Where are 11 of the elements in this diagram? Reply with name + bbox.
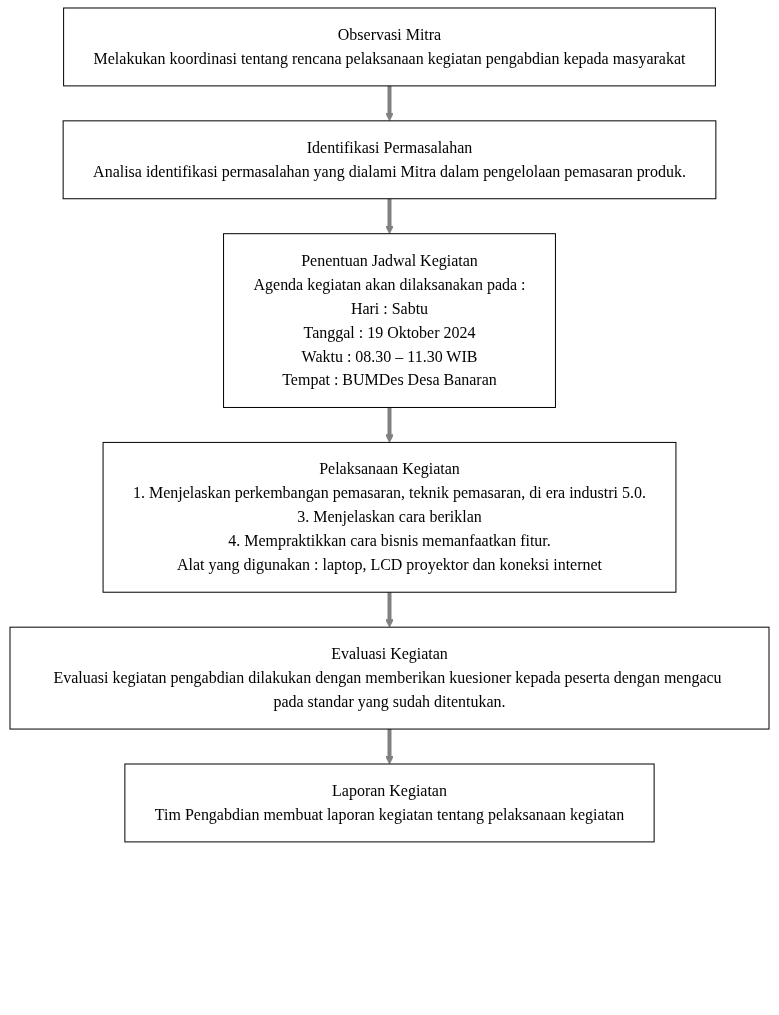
arrow [385,198,394,235]
node-box: Identifikasi Permasalahan Analisa identifikasi permasalahan yang dialami Mitra dalam pengelolaan pemasaran produk. [62,120,717,200]
node-box: Penentuan Jadwal Kegiatan Agenda kegiatan akan dilaksanakan pada : Hari : Sabtu Tanggal : 19 Oktober 2024 Waktu : 08.30 – 11.30 WIB Tempat : BUMDes Desa Banaran [223,233,556,408]
arrow [385,407,394,443]
node-box: Observasi Mitra Melakukan koordinasi tentang rencana pelaksanaan kegiatan pengabdian kepada masyarakat [63,7,716,87]
arrow [385,85,394,122]
node-box: Pelaksanaan Kegiatan 1. Menjelaskan perkembangan pemasaran, teknik pemasaran, di era industri 5.0. 3. Menjelaskan cara beriklan 4. Mempraktikkan cara bisnis memanfaatkan fitur. Alat yang digunakan : laptop, LCD proyektor dan koneksi internet [102,441,677,593]
node-box: Evaluasi Kegiatan Evaluasi kegiatan pengabdian dilakukan dengan memberikan kuesioner kepada peserta dengan mengacu pada standar yang sudah ditentukan. [9,626,770,730]
node-box: Laporan Kegiatan Tim Pengabdian membuat laporan kegiatan tentang pelaksanaan kegiatan [124,763,655,843]
arrow [385,729,394,765]
arrow [385,592,394,628]
